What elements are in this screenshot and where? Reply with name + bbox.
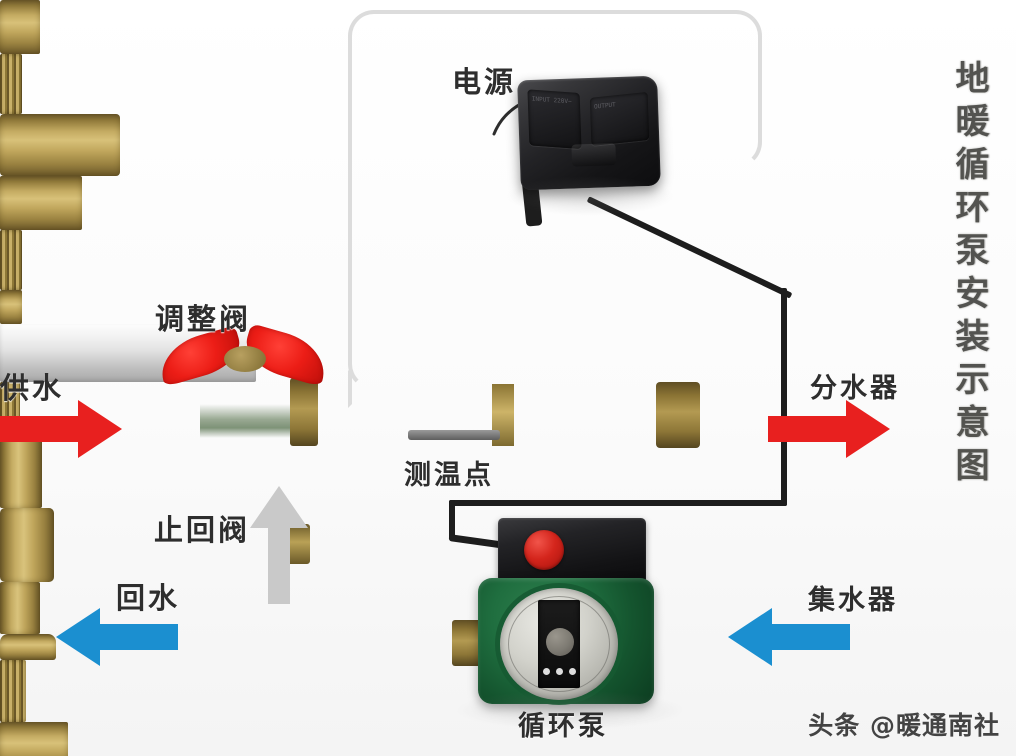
check-valve-body	[0, 508, 54, 582]
pump-nameplate-ring	[508, 596, 610, 692]
label-check-valve: 止回阀	[154, 513, 251, 547]
supply-pipe-right-fitting	[656, 382, 700, 448]
pump-speed-knob[interactable]	[524, 530, 564, 570]
pump-led-1	[543, 668, 550, 675]
power-cord-grey	[348, 10, 762, 390]
label-circulation-pump: 循环泵	[518, 711, 608, 742]
pump-power-cable-drop	[449, 500, 455, 540]
adjust-valve-handle-hub	[224, 346, 266, 372]
label-supply-water: 供水	[0, 371, 65, 405]
riser-pipe-upper	[0, 436, 42, 508]
return-pipe-left-nut	[0, 660, 26, 722]
check-valve-flow-arrow	[248, 484, 310, 606]
manifold-return-arrow	[726, 606, 850, 668]
label-manifold-return: 集水器	[808, 585, 898, 616]
pump-selector-knob[interactable]	[546, 628, 574, 656]
adjust-valve-body	[0, 114, 120, 176]
supply-pipe-left-end	[0, 0, 40, 54]
temperature-sensor-probe	[408, 430, 500, 440]
supply-pipe-mid	[0, 176, 82, 230]
return-pipe-left	[0, 722, 68, 756]
manifold-supply-arrow	[768, 398, 892, 460]
diagram-title: 地暖循环泵安装示意图	[949, 60, 989, 490]
adapter-spec-text-right: OUTPUT	[593, 101, 616, 111]
riser-elbow-top	[0, 634, 56, 660]
adjust-valve-collar	[290, 378, 318, 446]
watermark: 头条 @暖通南社	[808, 711, 1000, 740]
supply-pipe-left-union-nut	[0, 54, 22, 114]
power-cord-grey-right	[348, 10, 762, 168]
return-water-arrow	[54, 606, 178, 668]
power-adapter[interactable]: INPUT 220V~ OUTPUT	[517, 75, 661, 191]
supply-water-arrow	[0, 398, 124, 460]
pump-terminal-box[interactable]	[498, 518, 646, 584]
label-manifold-supply: 分水器	[810, 373, 900, 404]
label-temp-point: 测温点	[404, 460, 494, 491]
adapter-spec-text-left: INPUT 220V~	[531, 95, 572, 106]
pump-power-cable-corner-bottom	[449, 500, 787, 506]
supply-pipe-mid-nut	[0, 230, 22, 290]
adjust-valve-stem	[0, 290, 22, 324]
riser-pipe-lower	[0, 582, 40, 634]
pump-indicator-leds	[543, 668, 576, 675]
pump-led-3	[569, 668, 576, 675]
pump-power-cable-vertical	[781, 288, 787, 506]
adapter-emboss-logo	[571, 143, 617, 167]
label-adjust-valve: 调整阀	[155, 302, 252, 336]
label-power: 电源	[452, 65, 517, 99]
power-cord-grey-tail	[348, 370, 426, 408]
pump-led-2	[556, 668, 563, 675]
label-return-water: 回水	[116, 581, 181, 615]
